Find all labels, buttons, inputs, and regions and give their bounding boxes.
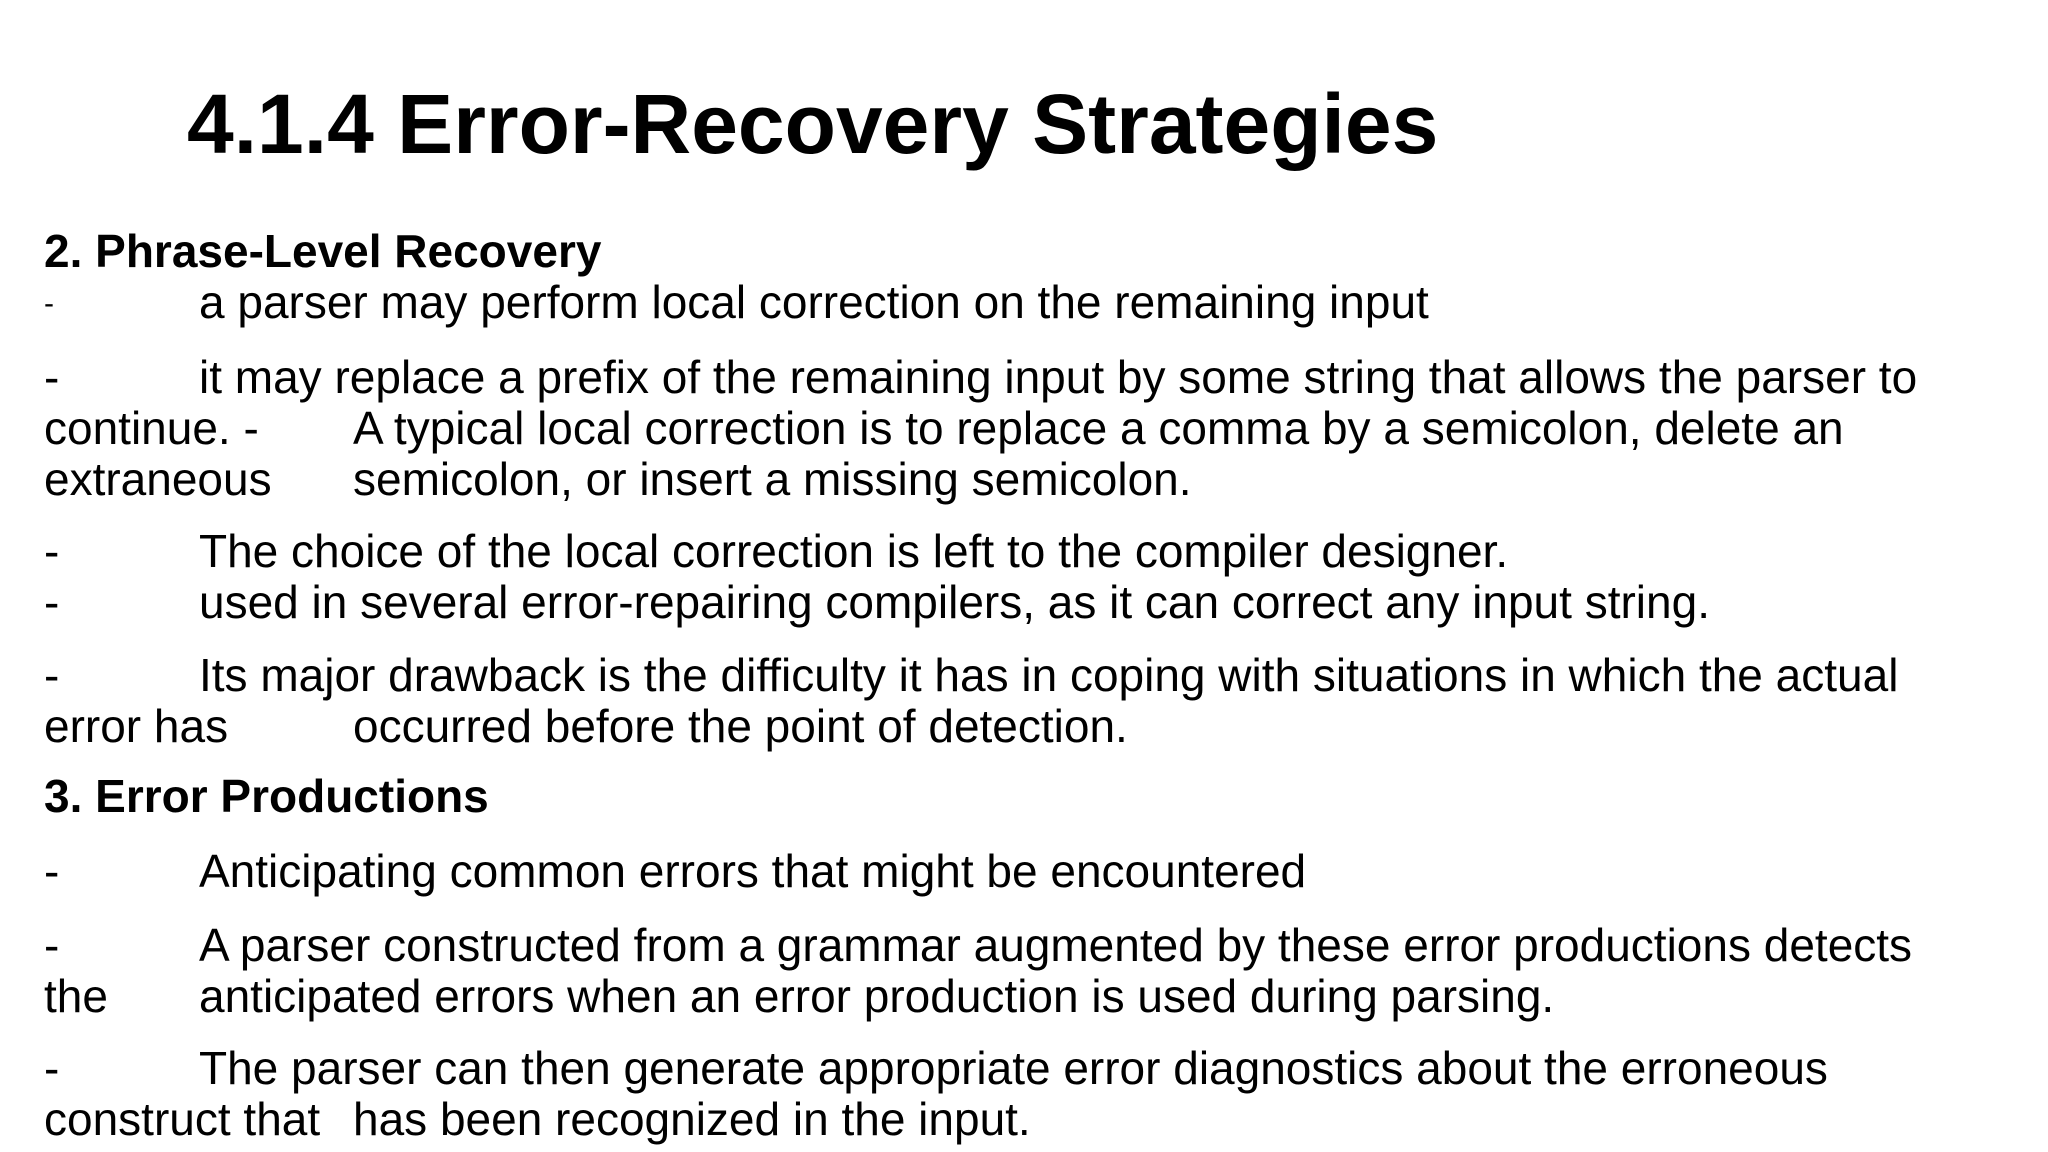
row-lead-text: construct that <box>44 1093 321 1145</box>
bullet-marker: - <box>44 525 60 577</box>
bullet-text: Its major drawback is the difficulty it … <box>199 649 1899 701</box>
section-heading-phrase-level: 2. Phrase-Level Recovery <box>44 225 602 277</box>
bullet-text: used in several error-repairing compiler… <box>199 576 1710 628</box>
bullet-marker: - <box>44 919 60 971</box>
bullet-marker: - <box>44 287 54 320</box>
bullet-text: The choice of the local correction is le… <box>199 525 1509 577</box>
bullet-marker: - <box>44 351 60 403</box>
bullet-marker: - <box>44 649 60 701</box>
bullet-marker: - <box>44 576 60 628</box>
row-lead-text: extraneous <box>44 453 272 505</box>
section-heading-error-productions: 3. Error Productions <box>44 770 489 822</box>
bullet-text: Anticipating common errors that might be… <box>199 845 1307 897</box>
row-lead-text: error has <box>44 700 229 752</box>
bullet-text: has been recognized in the input. <box>353 1093 1031 1145</box>
row-lead-text: the <box>44 970 108 1022</box>
slide-title: 4.1.4 Error-Recovery Strategies <box>187 77 1439 171</box>
bullet-text: The parser can then generate appropriate… <box>199 1042 1828 1094</box>
bullet-text: semicolon, or insert a missing semicolon… <box>353 453 1192 505</box>
bullet-marker: - <box>44 845 60 897</box>
bullet-text: anticipated errors when an error product… <box>199 970 1555 1022</box>
row-lead-text: continue. - <box>44 402 259 454</box>
bullet-text: it may replace a prefix of the remaining… <box>199 351 1918 403</box>
bullet-text: A parser constructed from a grammar augm… <box>199 919 1913 971</box>
bullet-text: occurred before the point of detection. <box>353 700 1128 752</box>
bullet-text: a parser may perform local correction on… <box>199 276 1429 328</box>
bullet-text: A typical local correction is to replace… <box>353 402 1844 454</box>
bullet-marker: - <box>44 1042 60 1094</box>
